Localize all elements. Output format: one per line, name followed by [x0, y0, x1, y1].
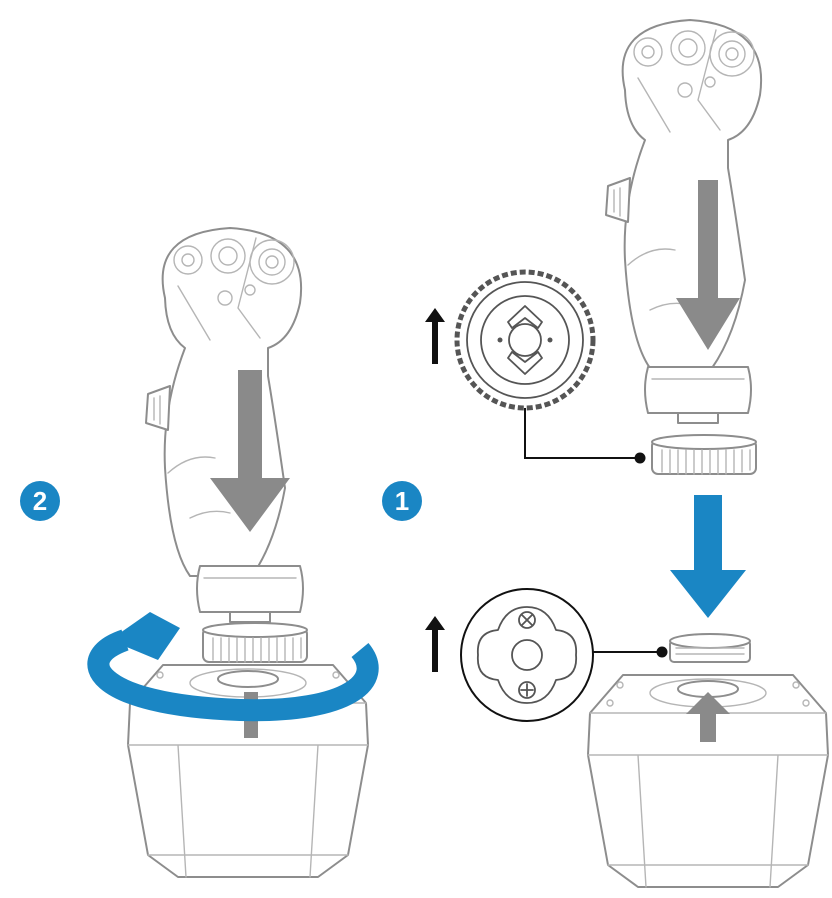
left-collar-illustration — [196, 565, 304, 623]
lower-onto-base-arrow-icon — [670, 495, 746, 618]
lift-shaft-arrow-icon — [686, 692, 730, 742]
lift-nut-up-arrow-icon — [425, 308, 445, 364]
mount-detail-leader-dot — [656, 646, 668, 658]
left-grip-illustration — [145, 227, 303, 577]
mount-plate-illustration — [669, 633, 751, 663]
right-press-down-arrow-icon — [676, 180, 740, 350]
nut-detail-leader-line — [524, 408, 638, 459]
rotate-clockwise-arrow-icon — [87, 612, 379, 722]
right-grip-illustration — [605, 19, 763, 369]
mount-plate-detail-illustration — [460, 588, 594, 722]
mount-detail-callout — [425, 588, 668, 722]
nut-detail-leader-dot — [634, 452, 646, 464]
step-2-badge: 2 — [20, 481, 60, 521]
nut-detail-callout — [425, 269, 646, 464]
step-1-badge: 1 — [382, 481, 422, 521]
left-locking-nut-illustration — [202, 622, 308, 663]
left-press-down-arrow-icon — [210, 370, 290, 532]
right-collar-illustration — [644, 366, 752, 424]
right-locking-nut-illustration — [651, 434, 757, 475]
nut-underside-detail-illustration — [454, 269, 596, 411]
lift-plate-up-arrow-icon — [425, 616, 445, 672]
